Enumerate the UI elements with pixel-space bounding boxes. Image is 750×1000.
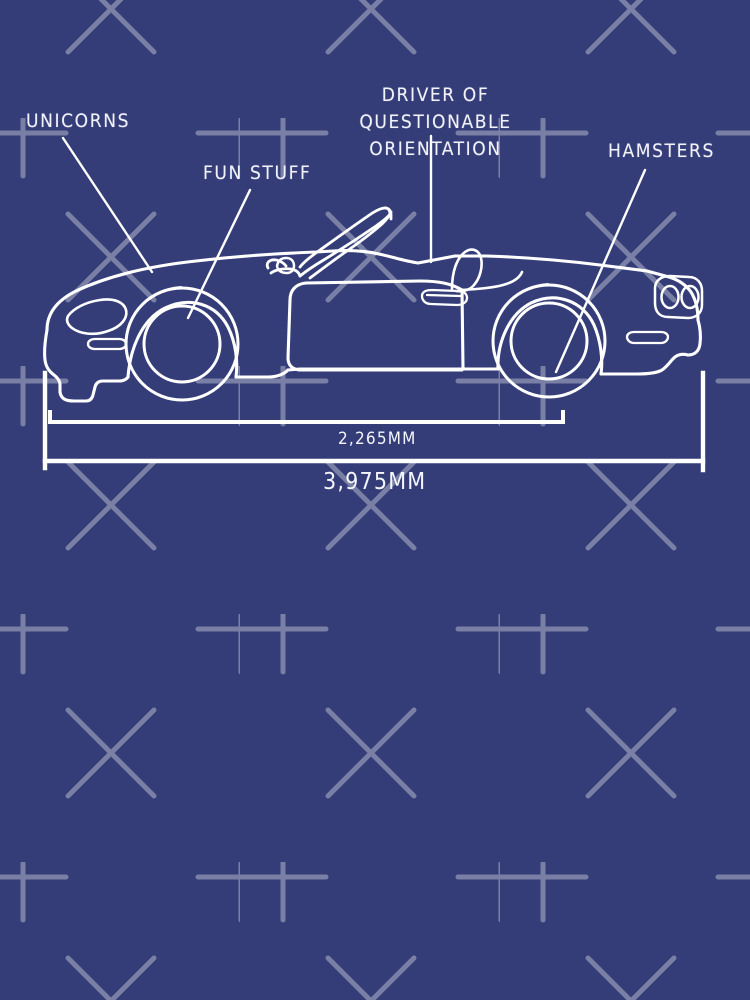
callout-label-fun-stuff: FUN STUFF (203, 162, 312, 184)
callout-label-unicorns: UNICORNS (26, 110, 131, 132)
car-body-outline (43, 249, 702, 403)
dimension-label-wheelbase: 2,265MM (338, 429, 417, 449)
dimension-wheelbase (48, 410, 565, 424)
side-mirror (275, 256, 296, 275)
headlight (65, 298, 128, 336)
dimension-label-overall-length: 3,975MM (323, 469, 427, 495)
car-cabin-details (450, 248, 524, 293)
tail-lights (653, 274, 704, 320)
rear-wheel-arch-shadow (491, 282, 550, 345)
leader-line-fun-stuff (186, 188, 252, 320)
leader-line-hamsters (554, 168, 647, 374)
front-wheel-arch-shadow (124, 285, 183, 348)
callout-label-hamsters: HAMSTERS (608, 140, 715, 162)
windshield-frame (265, 206, 393, 280)
leader-line-unicorns (61, 136, 154, 274)
front-marker-light (86, 337, 128, 351)
door-handle (420, 288, 469, 307)
callout-label-driver-orientation: DRIVER OF QUESTIONABLE ORIENTATION (359, 84, 512, 160)
rear-reflector (625, 330, 670, 345)
dimension-overall-length (42, 370, 706, 473)
